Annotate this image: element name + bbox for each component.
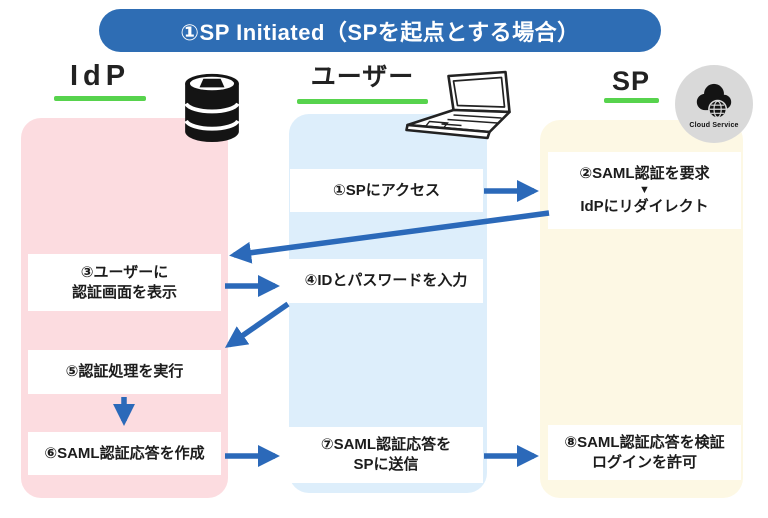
- step-4-line: ④IDとパスワードを入力: [304, 272, 468, 290]
- lane-label-sp: SP: [611, 66, 651, 96]
- lane-underline-idp: [54, 96, 146, 101]
- lane-header-sp: SP: [602, 66, 660, 103]
- step-2-saml-request-redirect: ②SAML認証を要求 ▼ IdPにリダイレクト: [548, 152, 741, 229]
- step-7-line: ⑦SAML認証応答を: [320, 436, 452, 454]
- step-6-create-saml-response: ⑥SAML認証応答を作成: [28, 432, 221, 475]
- database-icon: [184, 73, 240, 143]
- step-1-access-sp: ①SPにアクセス: [290, 169, 483, 212]
- step-5-run-auth-process: ⑤認証処理を実行: [28, 350, 221, 394]
- step-3-line: ③ユーザーに: [80, 263, 169, 281]
- laptop-icon: [405, 70, 511, 140]
- cloud-service-caption: Cloud Service: [689, 122, 739, 129]
- step-3-show-auth-screen: ③ユーザーに 認証画面を表示: [28, 254, 221, 311]
- cloud-service-badge: Cloud Service: [675, 65, 753, 143]
- arrow-step4-step5: [224, 301, 290, 348]
- step-8-line: ログインを許可: [591, 453, 697, 471]
- step-8-line: ⑧SAML認証応答を検証: [564, 433, 725, 451]
- lane-label-idp: IdP: [69, 60, 131, 92]
- step-7-line: SPに送信: [353, 456, 419, 473]
- cloud-icon: [696, 83, 732, 119]
- step-4-enter-id-password: ④IDとパスワードを入力: [289, 259, 483, 303]
- step-3-line: 認証画面を表示: [71, 283, 177, 301]
- step-1-line: ①SPにアクセス: [333, 181, 440, 199]
- step-2-line: IdPにリダイレクト: [580, 197, 709, 215]
- lane-header-idp: IdP: [50, 60, 150, 101]
- step-2-line: ②SAML認証を要求: [579, 165, 710, 183]
- down-triangle-icon: ▼: [639, 184, 650, 197]
- lane-label-user: ユーザー: [310, 63, 415, 91]
- lane-underline-user: [297, 99, 428, 104]
- title-banner: ①SP Initiated（SPを起点とする場合）: [99, 9, 661, 52]
- step-5-line: ⑤認証処理を実行: [65, 363, 184, 381]
- step-6-line: ⑥SAML認証応答を作成: [44, 444, 205, 462]
- lane-header-user: ユーザー: [297, 57, 428, 104]
- lane-underline-sp: [603, 98, 659, 103]
- step-7-send-saml-response: ⑦SAML認証応答を SPに送信: [289, 427, 483, 483]
- step-8-verify-allow-login: ⑧SAML認証応答を検証 ログインを許可: [548, 425, 741, 480]
